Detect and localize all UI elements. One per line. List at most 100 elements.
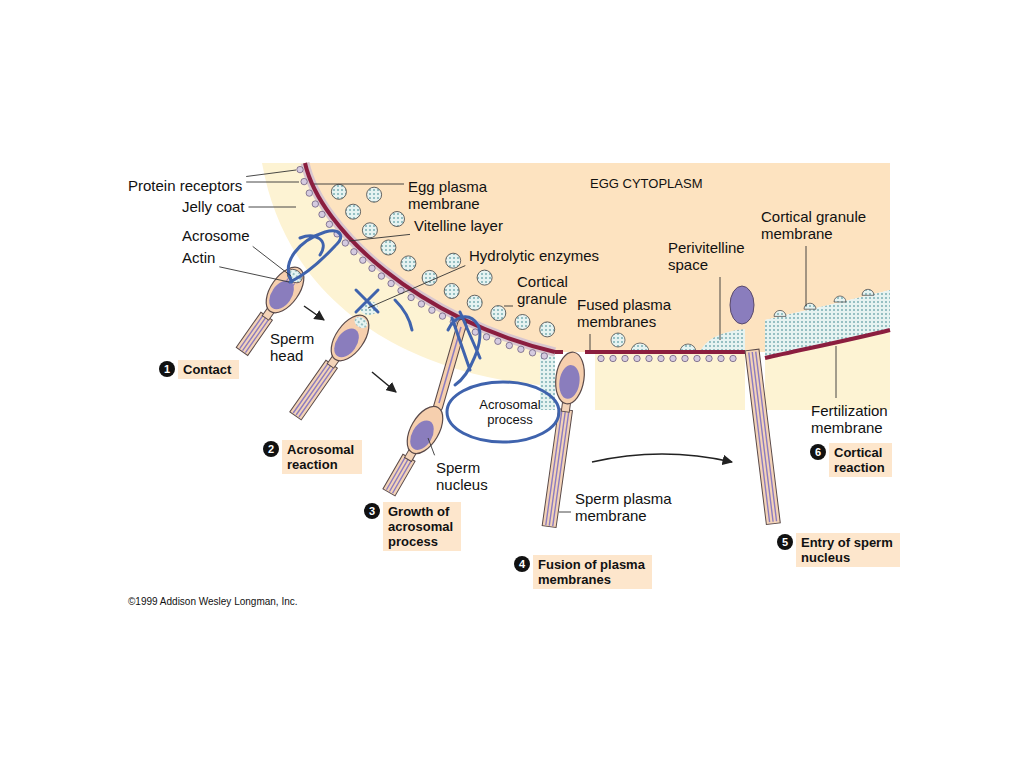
- protein-receptor: [730, 355, 736, 361]
- leader-line: [314, 184, 404, 185]
- part-label: Actin: [182, 249, 215, 266]
- protein-receptor: [529, 350, 535, 356]
- protein-receptor: [658, 355, 664, 361]
- nucleus: [557, 364, 582, 400]
- cortical-granule: [362, 223, 377, 238]
- protein-receptor: [518, 346, 524, 352]
- step-label: Growth of acrosomal process: [388, 504, 456, 549]
- tail: [290, 360, 338, 420]
- part-label: Vitelline layer: [414, 217, 503, 234]
- protein-receptor: [598, 355, 604, 361]
- leader-line: [559, 512, 571, 513]
- protein-receptor: [495, 338, 501, 344]
- leader-line: [349, 234, 410, 241]
- step-box: 4Fusion of plasma membranes: [533, 555, 652, 589]
- cortical-granule: [477, 270, 492, 285]
- protein-receptor: [694, 355, 700, 361]
- sperm-nucleus: [730, 286, 754, 324]
- step-number: 3: [364, 503, 380, 519]
- head: [324, 309, 377, 368]
- cortical-granule: [346, 204, 361, 219]
- pen-scribble: [448, 312, 480, 385]
- leader-line: [428, 438, 435, 455]
- egg-plasma-membrane: [555, 350, 745, 354]
- tail: [542, 409, 572, 528]
- leader-line: [720, 277, 721, 340]
- nucleus: [405, 416, 438, 454]
- part-label: Acrosome: [182, 227, 250, 244]
- leader-line: [249, 207, 297, 208]
- protein-receptor: [326, 221, 332, 227]
- leader-lines: [219, 170, 836, 512]
- step-number: 5: [777, 534, 793, 550]
- granule-bump: [862, 289, 874, 295]
- step-box: 1Contact: [178, 360, 239, 379]
- sperm: [284, 309, 376, 424]
- step-number: 6: [810, 444, 826, 460]
- part-label: Jelly coat: [182, 198, 245, 215]
- cortical-granule: [491, 306, 506, 321]
- protein-receptor: [682, 355, 688, 361]
- perivitelline-space: [765, 290, 890, 358]
- part-label: Egg plasma membrane: [408, 178, 508, 212]
- tail-stripes: [749, 352, 777, 523]
- protein-receptor: [297, 166, 303, 172]
- leader-line: [368, 266, 465, 308]
- protein-receptor: [472, 329, 478, 335]
- leader-line: [253, 246, 291, 276]
- leader-line: [246, 170, 296, 177]
- protein-receptor: [312, 201, 318, 207]
- step-box: 5Entry of sperm nucleus: [796, 533, 900, 567]
- open-acrosome: [352, 314, 369, 330]
- protein-receptor: [369, 265, 375, 271]
- protein-receptor: [506, 342, 512, 348]
- protein-receptor: [646, 355, 652, 361]
- protein-receptor: [622, 355, 628, 361]
- sperm-tail: [745, 349, 780, 524]
- jelly-coat: [262, 163, 555, 410]
- head: [400, 400, 450, 459]
- protein-receptor: [483, 334, 489, 340]
- protein-receptor: [670, 355, 676, 361]
- tail-stripes: [293, 364, 333, 417]
- step-box: 3Growth of acrosomal process: [383, 502, 461, 551]
- head: [553, 350, 588, 405]
- step-label: Contact: [183, 362, 234, 377]
- part-label: Protein receptors: [128, 177, 242, 194]
- pen-scribble: [356, 290, 412, 330]
- copyright-note: ©1999 Addison Wesley Longman, Inc.: [128, 596, 298, 608]
- protein-receptor: [319, 211, 325, 217]
- step-arrow: [372, 372, 396, 392]
- protein-receptor: [429, 307, 435, 313]
- cortical-granule: [540, 322, 555, 337]
- step-box: 2Acrosomal reaction: [282, 440, 362, 474]
- step-arrow: [304, 306, 324, 320]
- cortical-granule: [367, 187, 382, 202]
- part-label: Sperm plasma membrane: [575, 490, 695, 524]
- pen-scribble: [288, 231, 340, 282]
- protein-receptor: [378, 273, 384, 279]
- leader-line: [806, 246, 807, 306]
- step-number: 2: [263, 441, 279, 457]
- step-label: Fusion of plasma membranes: [538, 557, 647, 587]
- part-label: Fused plasma membranes: [577, 296, 687, 330]
- granule-bump: [834, 296, 846, 302]
- fertilization-membrane: [765, 330, 890, 358]
- cortical-granule: [331, 184, 346, 199]
- step-label: Acrosomal reaction: [287, 442, 357, 472]
- step-arrow: [592, 454, 732, 462]
- part-label: Acrosomal process: [470, 397, 550, 427]
- leader-line: [504, 306, 513, 307]
- protein-receptor: [439, 313, 445, 319]
- enzyme-cloud: [540, 352, 555, 410]
- protein-receptor: [706, 355, 712, 361]
- protein-receptor: [351, 249, 357, 255]
- cortical-granule: [446, 253, 461, 268]
- nucleus: [329, 324, 364, 362]
- step-number: 4: [514, 556, 530, 572]
- protein-receptor: [388, 280, 394, 286]
- step-box: 6Cortical reaction: [829, 443, 892, 477]
- pen-circle: [447, 382, 559, 442]
- part-label: Perivitelline space: [668, 239, 768, 273]
- part-label: Fertilization membrane: [811, 402, 921, 436]
